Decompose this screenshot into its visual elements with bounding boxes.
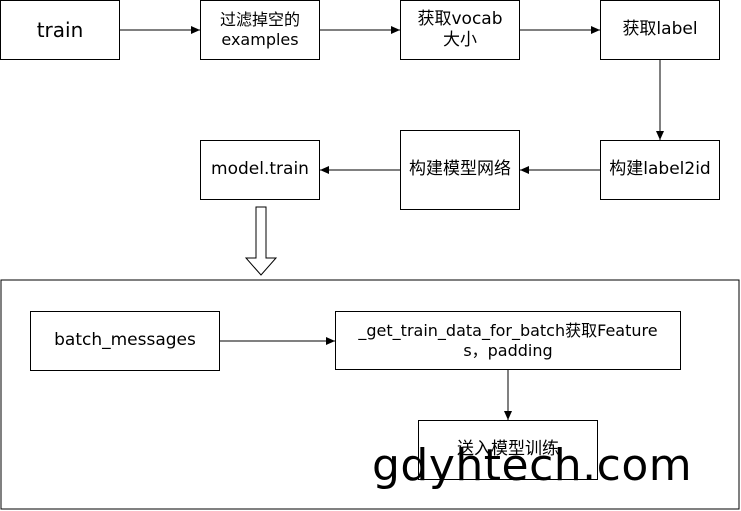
node-build-model: 构建模型网络 (400, 130, 520, 210)
node-get-label: 获取label (600, 0, 720, 60)
hollow-down-arrow (244, 206, 278, 276)
node-train: train (0, 0, 120, 60)
node-get-vocab: 获取vocab大小 (400, 0, 520, 60)
node-build-label2id: 构建label2id (600, 140, 720, 200)
node-filter-examples: 过滤掉空的examples (200, 0, 320, 60)
watermark: gdyhtech.com (372, 440, 693, 491)
node-feed-model: 送入模型训练 (418, 420, 598, 480)
training-loop-container (0, 279, 740, 510)
node-get-train-data: _get_train_data_for_batch获取Features，padd… (335, 311, 681, 370)
node-model-train: model.train (200, 140, 320, 200)
node-batch-messages: batch_messages (30, 311, 220, 371)
